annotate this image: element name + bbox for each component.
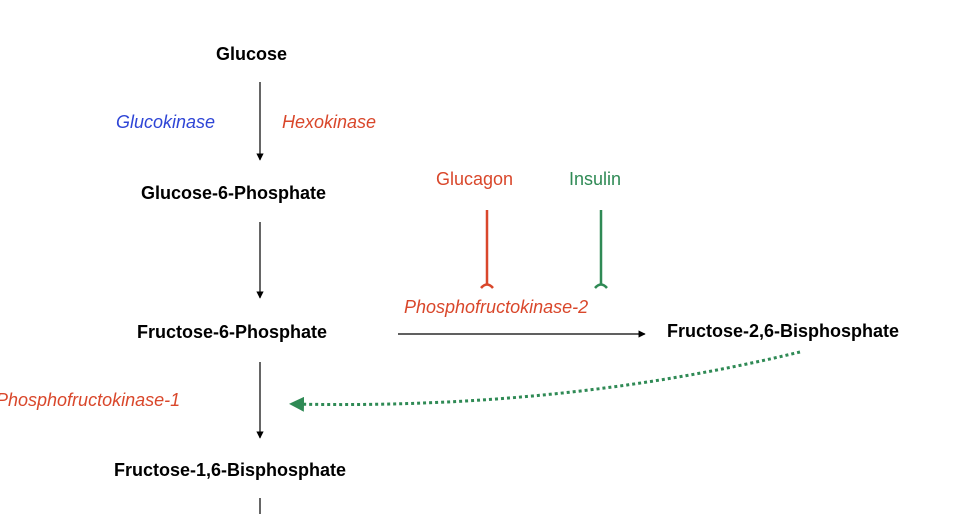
node-fructose-1-6-bisphosphate: Fructose-1,6-Bisphosphate (114, 460, 347, 480)
enzyme-hexokinase: Hexokinase (282, 112, 377, 132)
enzyme-phosphofructokinase-2: Phosphofructokinase-2 (404, 297, 589, 317)
node-glucose: Glucose (216, 44, 288, 64)
node-fructose-2-6-bisphosphate: Fructose-2,6-Bisphosphate (667, 321, 900, 341)
regulator-glucagon: Glucagon (436, 169, 514, 189)
regulator-insulin: Insulin (569, 169, 622, 189)
glucagon-inhibition-cap (480, 283, 494, 289)
insulin-inhibition-cap (594, 283, 608, 289)
enzyme-phosphofructokinase-1: Phosphofructokinase-1 (0, 390, 181, 410)
node-glucose-6-phosphate: Glucose-6-Phosphate (141, 183, 327, 203)
node-fructose-6-phosphate: Fructose-6-Phosphate (137, 322, 328, 342)
enzyme-glucokinase: Glucokinase (116, 112, 216, 132)
f26bp-activation-arrow (289, 350, 801, 412)
